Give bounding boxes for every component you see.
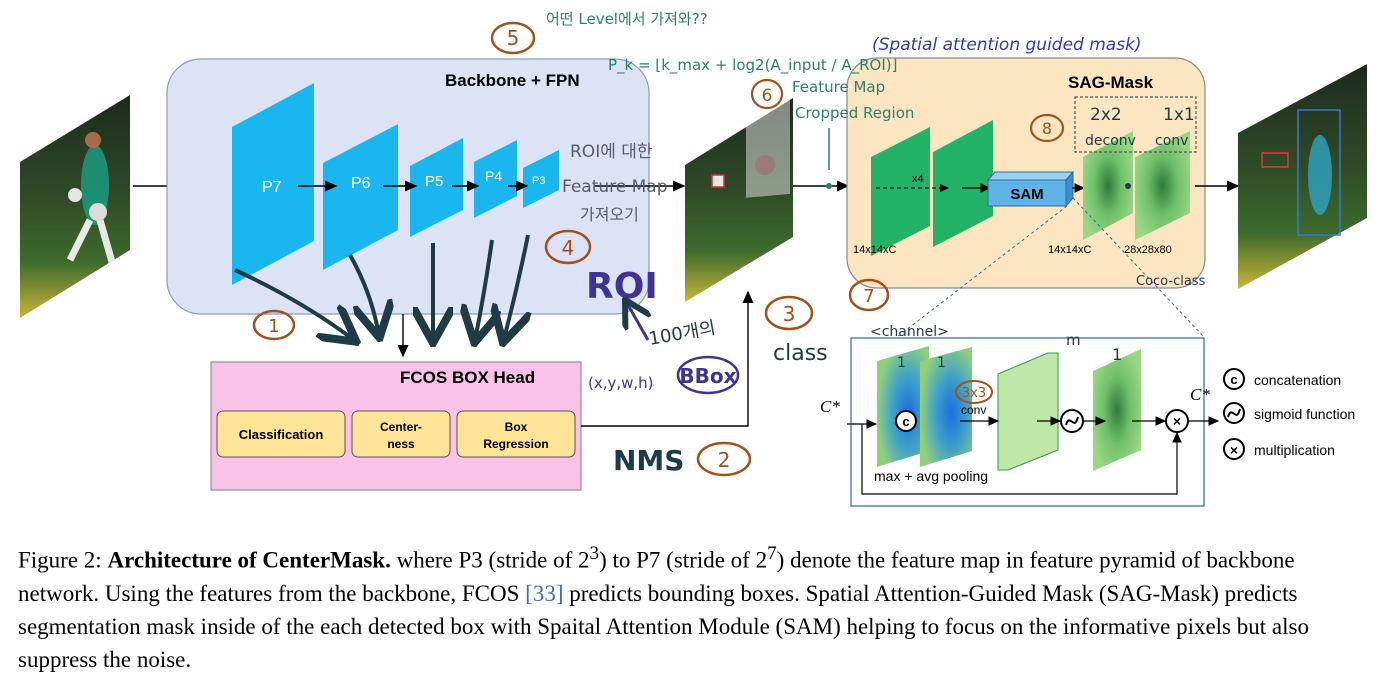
annotation-class: class	[773, 341, 828, 366]
annotation-count: 100개의	[647, 318, 717, 350]
annotation-one-b: 1	[937, 355, 946, 371]
annotation-xywh: (x,y,w,h)	[588, 374, 654, 392]
box-regression-branch	[456, 410, 576, 458]
annotation-bbox: BBox	[679, 364, 736, 388]
annotation-one-a: 1	[897, 355, 906, 371]
legend-sigmoid: sigmoid function	[1254, 406, 1355, 422]
multiplication-icon	[1223, 438, 1245, 460]
centerness-label-1: Center-	[380, 420, 422, 434]
sag-title: SAG-Mask	[1068, 73, 1154, 92]
sam-conv-block	[997, 352, 1059, 471]
sam-pooling-label: max + avg pooling	[874, 468, 988, 484]
sam-label: SAM	[1010, 186, 1043, 203]
annotation-coco-class: Coco-class	[1136, 274, 1206, 289]
conv-layer-1	[871, 127, 930, 256]
sam-attention-map	[1093, 349, 1141, 471]
annotation-8: 8	[1042, 119, 1052, 138]
legend-multiplication: multiplication	[1254, 442, 1335, 458]
p3-feature-map	[523, 150, 559, 208]
legend: c concatenation sigmoid function × multi…	[1223, 368, 1355, 460]
svg-text:c: c	[902, 414, 909, 429]
annotation-roi: ROI	[586, 266, 658, 307]
legend-concatenation: concatenation	[1254, 372, 1341, 388]
annotation-channel: <channel>	[870, 324, 949, 340]
caption-sup1: 3	[589, 543, 600, 564]
caption-reference-link[interactable]: [33]	[525, 580, 564, 606]
p4-feature-map	[474, 140, 517, 218]
annotation-7: 7	[863, 286, 874, 307]
deconv-mask-2	[1135, 131, 1190, 240]
dim-label-2: 14x14xC	[1048, 244, 1091, 256]
box-regression-label-1: Box	[505, 420, 528, 434]
p7-feature-map	[232, 83, 314, 285]
annotation-feature-map: Feature Map	[792, 78, 885, 96]
classification-label: Classification	[239, 427, 324, 442]
annotation-4: 4	[562, 236, 575, 260]
sam-input-channel: C*	[820, 397, 840, 416]
annotation-6: 6	[762, 86, 773, 106]
architecture-diagram: Backbone + FPN P7 P6 P5 P4 P3 FCOS BOX H…	[20, 10, 1367, 507]
annotation-cropped-region: Cropped Region	[795, 104, 914, 122]
classification-branch	[216, 410, 346, 458]
concatenation-op	[895, 410, 917, 432]
input-image	[20, 95, 130, 318]
output-image	[1238, 64, 1367, 289]
annotation-1: 1	[268, 316, 279, 337]
backbone-title: Backbone + FPN	[445, 71, 580, 90]
fcos-title: FCOS BOX Head	[400, 368, 535, 387]
annotation-formula: P_k = ⌊k_max + log2(A_input / A_ROI)⌋	[608, 56, 897, 75]
sam-max-pool-map	[877, 346, 929, 467]
annotation-roi-feature-2: Feature Map	[562, 177, 668, 197]
annotation-roi-feature-1: ROI에 대한	[570, 142, 653, 162]
caption-sup2: 7	[767, 543, 777, 564]
box-regression-label-2: Regression	[483, 437, 548, 451]
svg-text:c: c	[1230, 372, 1237, 387]
annotation-deconv: deconv	[1085, 133, 1136, 149]
p4-label: P4	[485, 168, 502, 184]
figure-caption: Figure 2: Architecture of CenterMask. wh…	[18, 537, 1368, 676]
centerness-branch	[351, 410, 451, 458]
centerness-label-2: ness	[387, 437, 415, 451]
annotation-conv: conv	[1155, 133, 1188, 149]
sam-output-channel: C*	[1190, 385, 1210, 404]
annotation-3: 3	[783, 302, 796, 326]
p5-label: P5	[425, 173, 443, 190]
annotation-conv-size: 1x1	[1163, 105, 1195, 125]
conv-layer-2	[933, 120, 993, 247]
fpn-levels: P7 P6 P5 P4 P3	[232, 83, 559, 285]
svg-text:×: ×	[1230, 442, 1238, 458]
annotation-kernel: 3x3	[962, 386, 986, 401]
annotation-deconv-size: 2x2	[1090, 105, 1122, 125]
p6-feature-map	[323, 124, 398, 270]
dim-label-3: 28x28x80	[1124, 244, 1172, 256]
annotation-roi-feature-3: 가져오기	[580, 205, 639, 224]
p6-label: P6	[351, 175, 371, 192]
caption-part4: predicts bounding boxes. Spatial Attenti…	[18, 580, 1309, 672]
caption-prefix: Figure 2:	[18, 547, 108, 573]
svg-text:×: ×	[1173, 413, 1181, 429]
annotation-level-question: 어떤 Level에서 가져와??	[546, 10, 708, 28]
annotation-spatial-attention: (Spatial attention guided mask)	[872, 35, 1142, 55]
dim-label-1: 14x14xC	[853, 244, 896, 256]
annotation-5: 5	[507, 26, 520, 50]
caption-part2: ) to P7 (stride of 2	[599, 547, 768, 573]
concatenation-icon	[1223, 368, 1245, 390]
fcos-output-arrow	[581, 290, 754, 427]
x4-label: x4	[912, 173, 924, 185]
deconv-mask-1	[1083, 131, 1133, 240]
caption-part1: where P3 (stride of 2	[390, 547, 590, 573]
sam-conv-label: conv	[961, 403, 986, 417]
p7-label: P7	[262, 179, 282, 196]
caption-part3: ) denote the feature map in feature pyra…	[18, 547, 1295, 606]
annotation-m: m	[1066, 331, 1081, 349]
sam-avg-pool-map	[920, 347, 972, 467]
annotation-nms: NMS	[613, 444, 684, 477]
annotation-2: 2	[718, 448, 731, 472]
annotation-one-c: 1	[1112, 345, 1122, 364]
p3-label: P3	[532, 175, 545, 187]
caption-title: Architecture of CenterMask.	[107, 547, 391, 573]
sam-block: SAM	[986, 170, 1075, 208]
p5-feature-map	[410, 138, 463, 237]
